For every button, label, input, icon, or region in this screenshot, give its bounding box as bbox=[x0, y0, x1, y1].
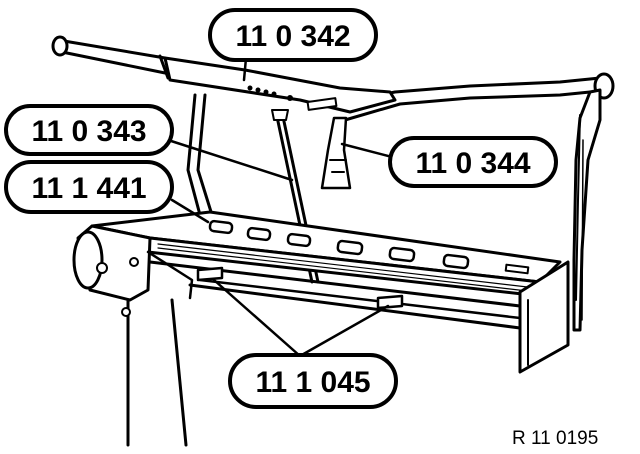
lever-arm bbox=[51, 35, 397, 114]
callout-11-0-342: 11 0 342 bbox=[208, 8, 378, 62]
callout-11-0-343: 11 0 343 bbox=[4, 104, 174, 156]
holding-clips bbox=[196, 266, 404, 310]
callout-text: 11 1 045 bbox=[255, 366, 370, 399]
callout-text: 11 0 344 bbox=[415, 147, 530, 180]
leader-lines bbox=[166, 56, 398, 358]
rear-frame bbox=[328, 72, 615, 332]
callout-11-0-344: 11 0 344 bbox=[388, 136, 558, 188]
locking-pin bbox=[320, 116, 352, 190]
callout-text: 11 0 343 bbox=[31, 115, 146, 148]
callout-text: 11 1 441 bbox=[31, 172, 146, 205]
tool-tray bbox=[72, 210, 570, 374]
callout-11-1-441: 11 1 441 bbox=[4, 160, 174, 214]
callout-11-1-045: 11 1 045 bbox=[228, 353, 398, 409]
support-posts bbox=[121, 93, 214, 447]
callout-text: 11 0 342 bbox=[235, 20, 350, 53]
figure-reference: R 11 0195 bbox=[512, 428, 598, 449]
